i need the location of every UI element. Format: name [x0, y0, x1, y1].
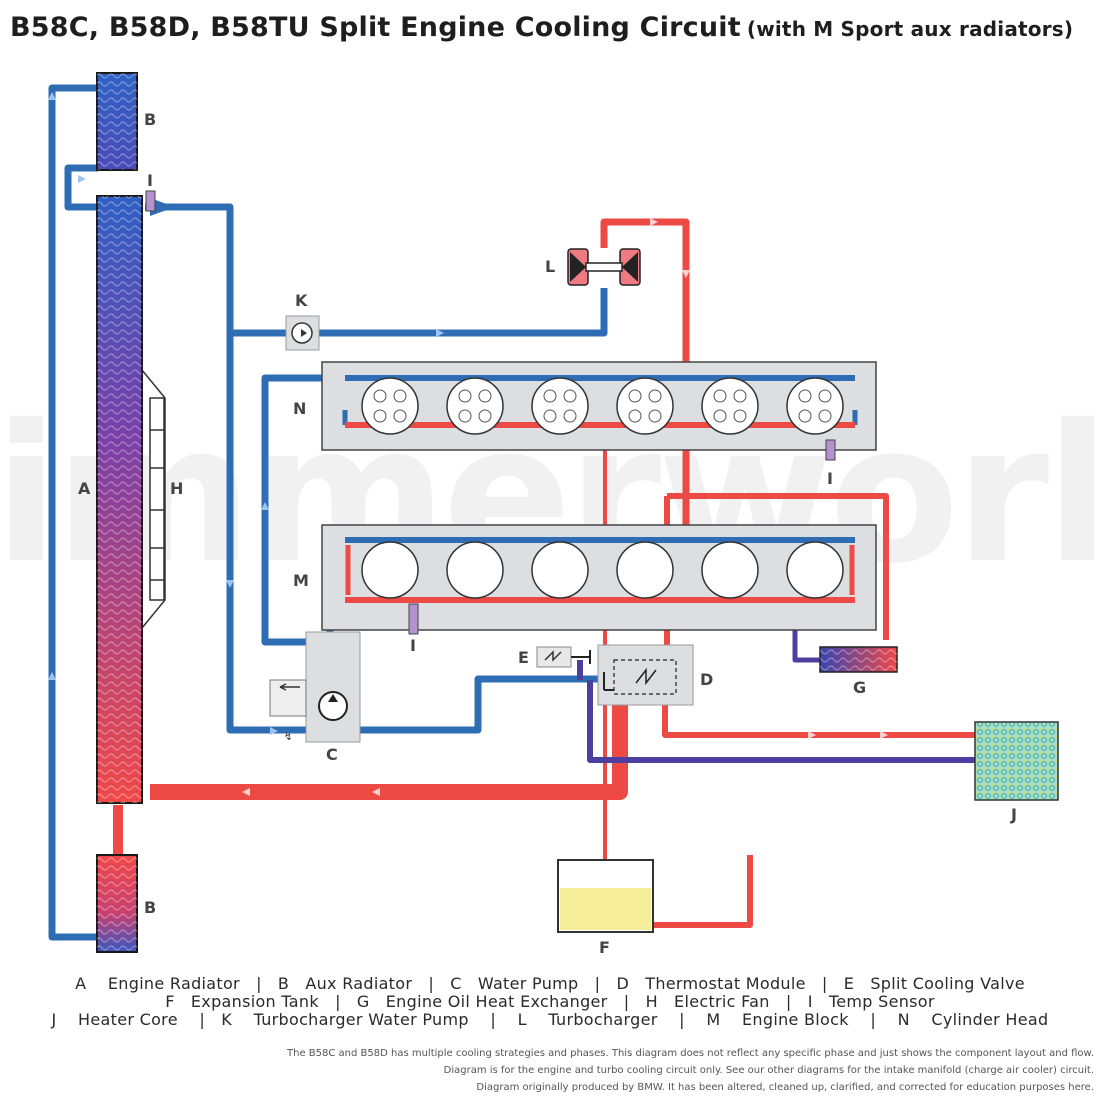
label-K: K	[295, 291, 308, 310]
temp-sensor-block	[408, 603, 419, 635]
label-I-head: I	[827, 469, 833, 488]
footnote-1: The B58C and B58D has multiple cooling s…	[287, 1048, 1094, 1059]
label-M: M	[293, 571, 309, 590]
label-L: L	[545, 257, 555, 276]
aux-radiator-top	[96, 72, 138, 171]
legend-line-3: J Heater Core | K Turbocharger Water Pum…	[51, 1010, 1049, 1029]
label-N: N	[293, 399, 306, 418]
engine-block	[321, 524, 877, 631]
expansion-tank	[557, 859, 654, 933]
title-sub: (with M Sport aux radiators)	[746, 17, 1074, 41]
footnote-3: Diagram originally produced by BMW. It h…	[476, 1082, 1094, 1093]
label-A: A	[78, 479, 91, 498]
split-cooling-valve	[536, 646, 591, 668]
temp-sensor-head	[825, 439, 836, 461]
label-H: H	[170, 479, 183, 498]
svg-text:↯: ↯	[284, 732, 292, 743]
label-F: F	[599, 938, 610, 957]
legend-line-1: A Engine Radiator | B Aux Radiator | C W…	[75, 974, 1025, 993]
flow-arrow-large	[150, 198, 175, 216]
label-E: E	[518, 648, 529, 667]
label-I-radiator: I	[147, 171, 153, 190]
temp-sensor-radiator	[145, 190, 156, 212]
turbocharger	[567, 248, 641, 286]
label-B-bottom: B	[144, 898, 156, 917]
label-C: C	[326, 745, 338, 764]
electric-fan	[141, 369, 166, 629]
label-I-block: I	[410, 636, 416, 655]
oil-heat-exchanger	[819, 646, 898, 673]
label-B-top: B	[144, 110, 156, 129]
flow-arrows	[48, 92, 444, 735]
heater-core	[974, 721, 1059, 801]
legend-line-2: F Expansion Tank | G Engine Oil Heat Exc…	[165, 992, 935, 1011]
engine-radiator	[96, 195, 143, 804]
title-main: B58C, B58D, B58TU Split Engine Cooling C…	[10, 12, 741, 43]
flow-arrows-hot	[242, 218, 888, 796]
footnote-2: Diagram is for the engine and turbo cool…	[443, 1065, 1094, 1076]
cylinder-head	[321, 361, 877, 451]
water-pump: ↯	[269, 631, 361, 743]
label-G: G	[853, 678, 866, 697]
thermostat-module	[597, 644, 694, 706]
label-J: J	[1010, 805, 1017, 824]
turbo-water-pump	[285, 315, 320, 351]
label-D: D	[700, 670, 713, 689]
page-title: B58C, B58D, B58TU Split Engine Cooling C…	[10, 12, 1073, 43]
aux-radiator-bottom	[96, 854, 138, 953]
